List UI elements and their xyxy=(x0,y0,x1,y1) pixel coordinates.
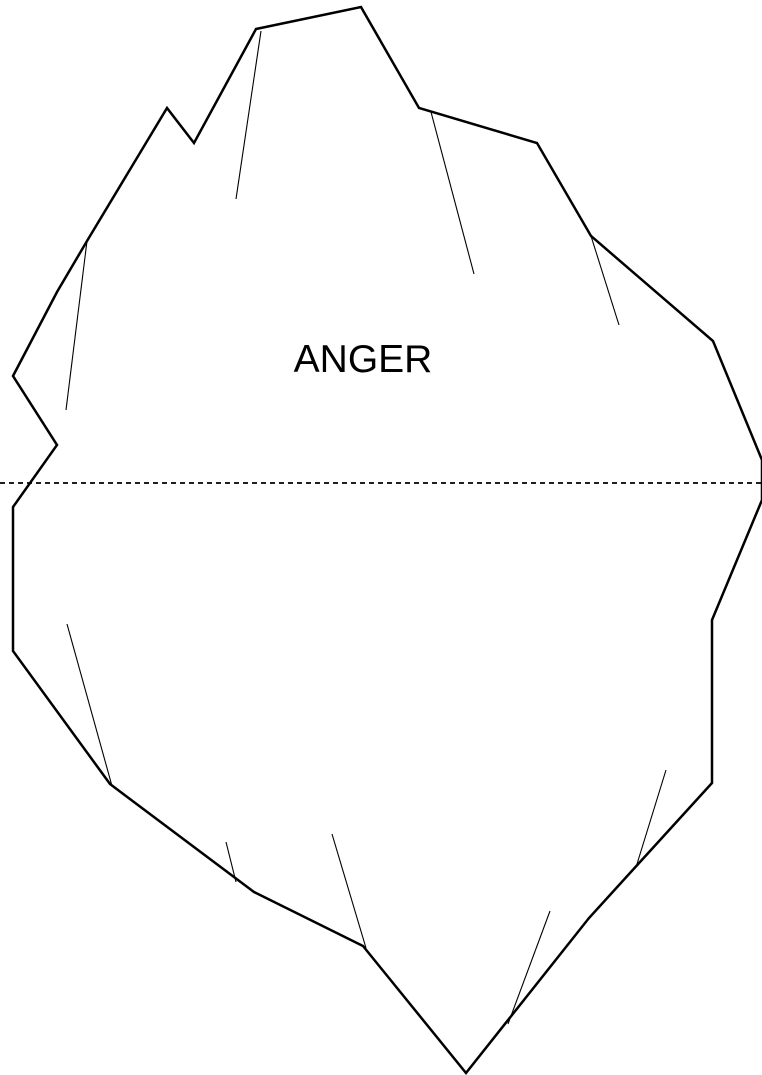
iceberg-label: ANGER xyxy=(294,338,433,381)
iceberg-outline xyxy=(13,7,762,1073)
